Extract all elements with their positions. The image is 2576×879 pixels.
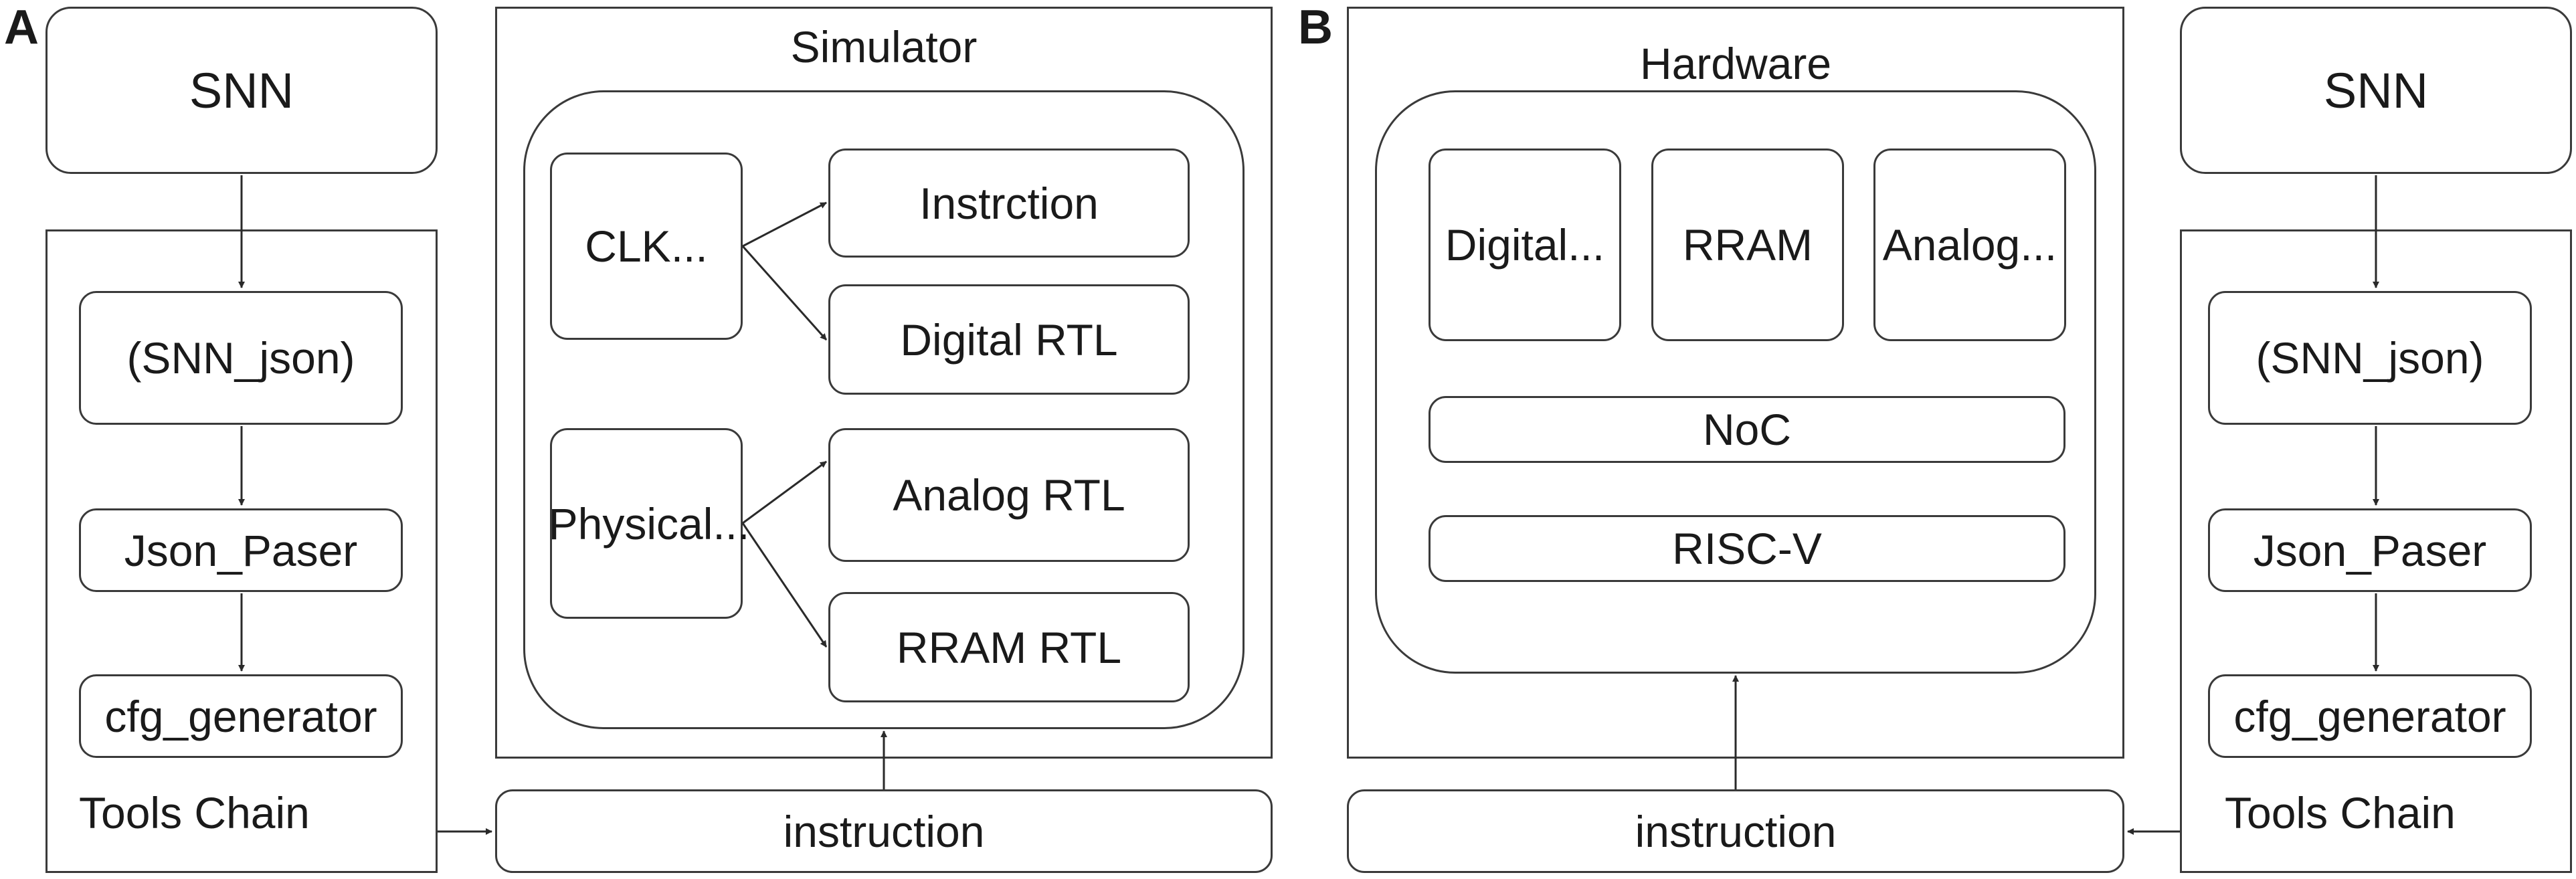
panel-a-instruction-label: instruction <box>783 806 985 856</box>
panel-b-tools-chain-label: Tools Chain <box>2225 788 2456 838</box>
arrow-a-clk-to-digital-rtl <box>741 246 828 340</box>
panel-a-analog-rtl-label: Analog RTL <box>893 470 1125 520</box>
panel-b-snn-json-label: (SNN_json) <box>2256 333 2484 383</box>
panel-a-digital-rtl-label: Digital RTL <box>900 314 1118 365</box>
panel-b-cfg-generator-box <box>2208 674 2532 758</box>
panel-a-snn-box <box>45 7 438 174</box>
panel-b-noc-box <box>1429 396 2065 463</box>
panel-b-noc-label: NoC <box>1702 405 1792 454</box>
panel-a-analog-rtl-box <box>828 428 1190 562</box>
panel-b-snn-json-box <box>2208 291 2532 425</box>
panel-a-instruction-bar <box>495 789 1273 873</box>
panel-b-rram-box <box>1651 149 1844 341</box>
panel-a-clk-box <box>550 153 743 340</box>
panel-a-cfg-generator-label: cfg_generator <box>104 691 377 741</box>
panel-b-rram-label: RRAM <box>1682 220 1813 270</box>
panel-b-digital-box <box>1429 149 1621 341</box>
arrow-a-physical-to-analog-rtl <box>742 460 827 524</box>
panel-a-snn-json-box <box>79 291 403 425</box>
panel-a-rram-rtl-box <box>828 592 1190 702</box>
panel-a-letter: A <box>4 1 39 54</box>
arrow-a-clk-to-instrction <box>742 201 827 248</box>
panel-a-tools-chain-label: Tools Chain <box>79 788 310 838</box>
panel-b-snn-box <box>2180 7 2572 174</box>
panel-a-instrction-box <box>828 149 1190 258</box>
panel-b-json-parser-box <box>2208 508 2532 592</box>
panel-a-physical-label: Physical... <box>548 498 750 549</box>
panel-a-json-parser-box <box>79 508 403 592</box>
panel-a-rram-rtl-label: RRAM RTL <box>896 622 1122 672</box>
panel-a-snn-json-label: (SNN_json) <box>126 333 355 383</box>
panel-b-snn-label: SNN <box>2323 62 2429 118</box>
panel-b-hardware-title: Hardware <box>1639 39 1832 88</box>
panel-a-simulator-title: Simulator <box>790 22 978 72</box>
panel-b-json-parser-label: Json_Paser <box>2253 525 2487 575</box>
panel-a-cfg-generator-box <box>79 674 403 758</box>
panel-a-instrction-label: Instrction <box>919 178 1099 228</box>
arrow-a-physical-to-rram-rtl <box>741 522 828 648</box>
panel-b-cfg-generator-label: cfg_generator <box>2233 691 2506 741</box>
panel-a-clk-label: CLK... <box>585 221 708 271</box>
panel-b-risc-v-label: RISC-V <box>1672 524 1822 573</box>
panel-a-physical-box <box>550 428 743 619</box>
panel-b-instruction-label: instruction <box>1635 806 1837 856</box>
panel-b-risc-v-box <box>1429 515 2065 582</box>
panel-a-json-parser-label: Json_Paser <box>124 525 358 575</box>
panel-b-analog-box <box>1873 149 2066 341</box>
panel-b-letter: B <box>1298 1 1333 54</box>
panel-b-analog-label: Analog... <box>1882 220 2057 270</box>
panel-b-instruction-bar <box>1347 789 2124 873</box>
panel-b-digital-label: Digital... <box>1445 220 1605 270</box>
panel-a-digital-rtl-box <box>828 284 1190 395</box>
panel-a-snn-label: SNN <box>189 62 294 118</box>
